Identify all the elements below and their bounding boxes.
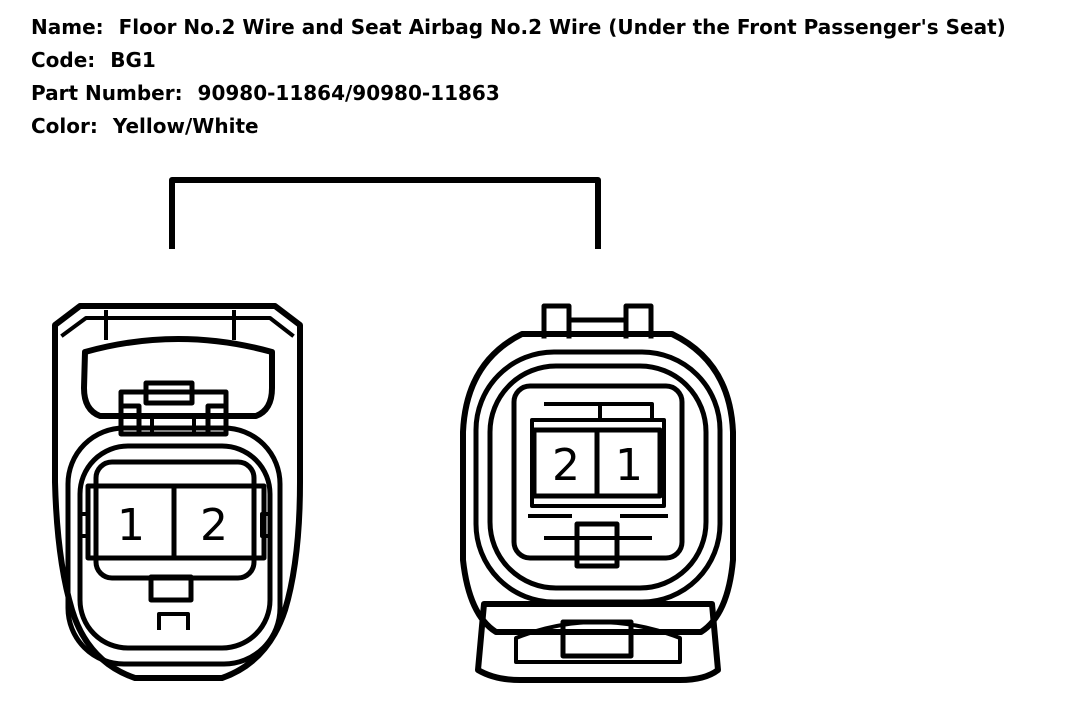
right-lower-key <box>574 521 620 569</box>
left-inner-ring-outer <box>65 425 283 667</box>
right-lock-tabs <box>541 303 654 339</box>
left-bottom-notch <box>157 612 190 630</box>
name-label: Name: <box>31 15 104 39</box>
right-bottom-latch <box>475 601 721 683</box>
name-value: Floor No.2 Wire and Seat Airbag No.2 Wir… <box>118 15 1006 39</box>
code-label: Code: <box>31 48 96 72</box>
right-lower-slots <box>528 514 668 540</box>
left-inner-ring-inner <box>77 443 273 651</box>
left-flange-lines <box>60 310 295 340</box>
name-line: Name: Floor No.2 Wire and Seat Airbag No… <box>31 11 1006 44</box>
left-collar-slot <box>150 414 196 436</box>
right-terminal-cavity <box>511 383 685 561</box>
left-lower-key <box>148 574 194 603</box>
part-number-value: 90980-11864/90980-11863 <box>197 81 500 105</box>
connector-info: Name: Floor No.2 Wire and Seat Airbag No… <box>31 11 1006 143</box>
right-connector <box>460 303 736 683</box>
part-number-line: Part Number: 90980-11864/90980-11863 <box>31 77 1006 110</box>
part-number-label: Part Number: <box>31 81 183 105</box>
right-bottom-latch-tab <box>560 619 634 659</box>
connection-bracket <box>169 177 601 249</box>
left-collar <box>118 389 229 437</box>
left-pin-1: 1 <box>117 500 145 551</box>
left-connector <box>52 303 303 681</box>
right-pin-1: 1 <box>615 440 643 491</box>
right-pin-2: 2 <box>552 440 580 491</box>
left-connector-housing <box>52 303 303 681</box>
code-value: BG1 <box>110 48 156 72</box>
color-value: Yellow/White <box>112 114 259 138</box>
left-pin-2: 2 <box>200 500 228 551</box>
right-inner-ring-inner <box>487 363 709 591</box>
color-line: Color: Yellow/White <box>31 110 1006 143</box>
left-latch-dome <box>81 336 275 419</box>
color-label: Color: <box>31 114 98 138</box>
code-line: Code: BG1 <box>31 44 1006 77</box>
right-connector-housing <box>460 331 736 635</box>
